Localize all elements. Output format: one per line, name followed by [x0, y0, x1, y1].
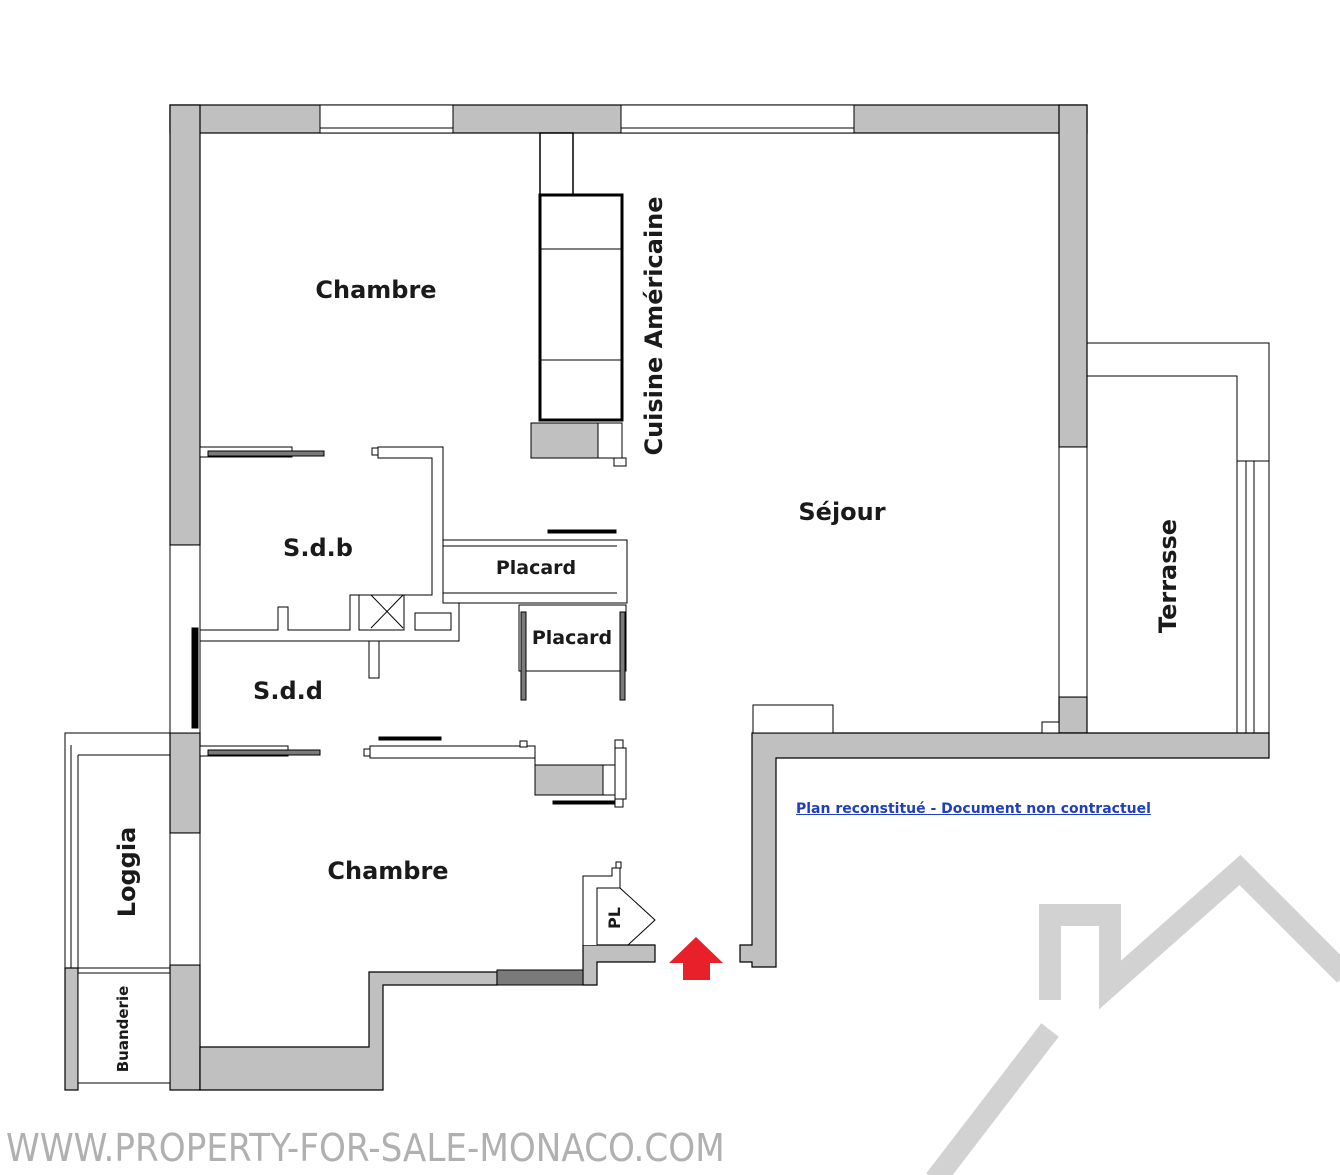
room-label-chambre-top: Chambre: [315, 276, 436, 304]
disclaimer-link[interactable]: Plan reconstitué - Document non contract…: [796, 801, 1151, 817]
watermark-house-logo: [926, 854, 1340, 1175]
room-label-cuisine: Cuisine Américaine: [640, 196, 668, 455]
room-label-terrasse: Terrasse: [1154, 519, 1182, 633]
outdoor-areas: [64, 342, 1270, 1084]
room-label-placard-1: Placard: [496, 557, 576, 579]
room-label-sejour: Séjour: [798, 498, 885, 526]
windows: [169, 104, 1088, 966]
kitchen-counter: [530, 132, 627, 467]
interior-partitions: [199, 446, 656, 946]
room-label-pl: PL: [605, 907, 624, 929]
room-label-buanderie: Buanderie: [114, 986, 132, 1073]
watermark-text: WWW.PROPERTY-FOR-SALE-MONACO.COM: [6, 1126, 725, 1170]
room-label-placard-2: Placard: [532, 627, 612, 649]
room-label-sdd: S.d.d: [253, 677, 323, 705]
room-label-sdb: S.d.b: [283, 534, 353, 562]
entry-door: [496, 969, 584, 986]
room-label-chambre-bottom: Chambre: [327, 857, 448, 885]
entry-arrow-icon: [669, 937, 723, 980]
room-label-loggia: Loggia: [113, 827, 141, 918]
